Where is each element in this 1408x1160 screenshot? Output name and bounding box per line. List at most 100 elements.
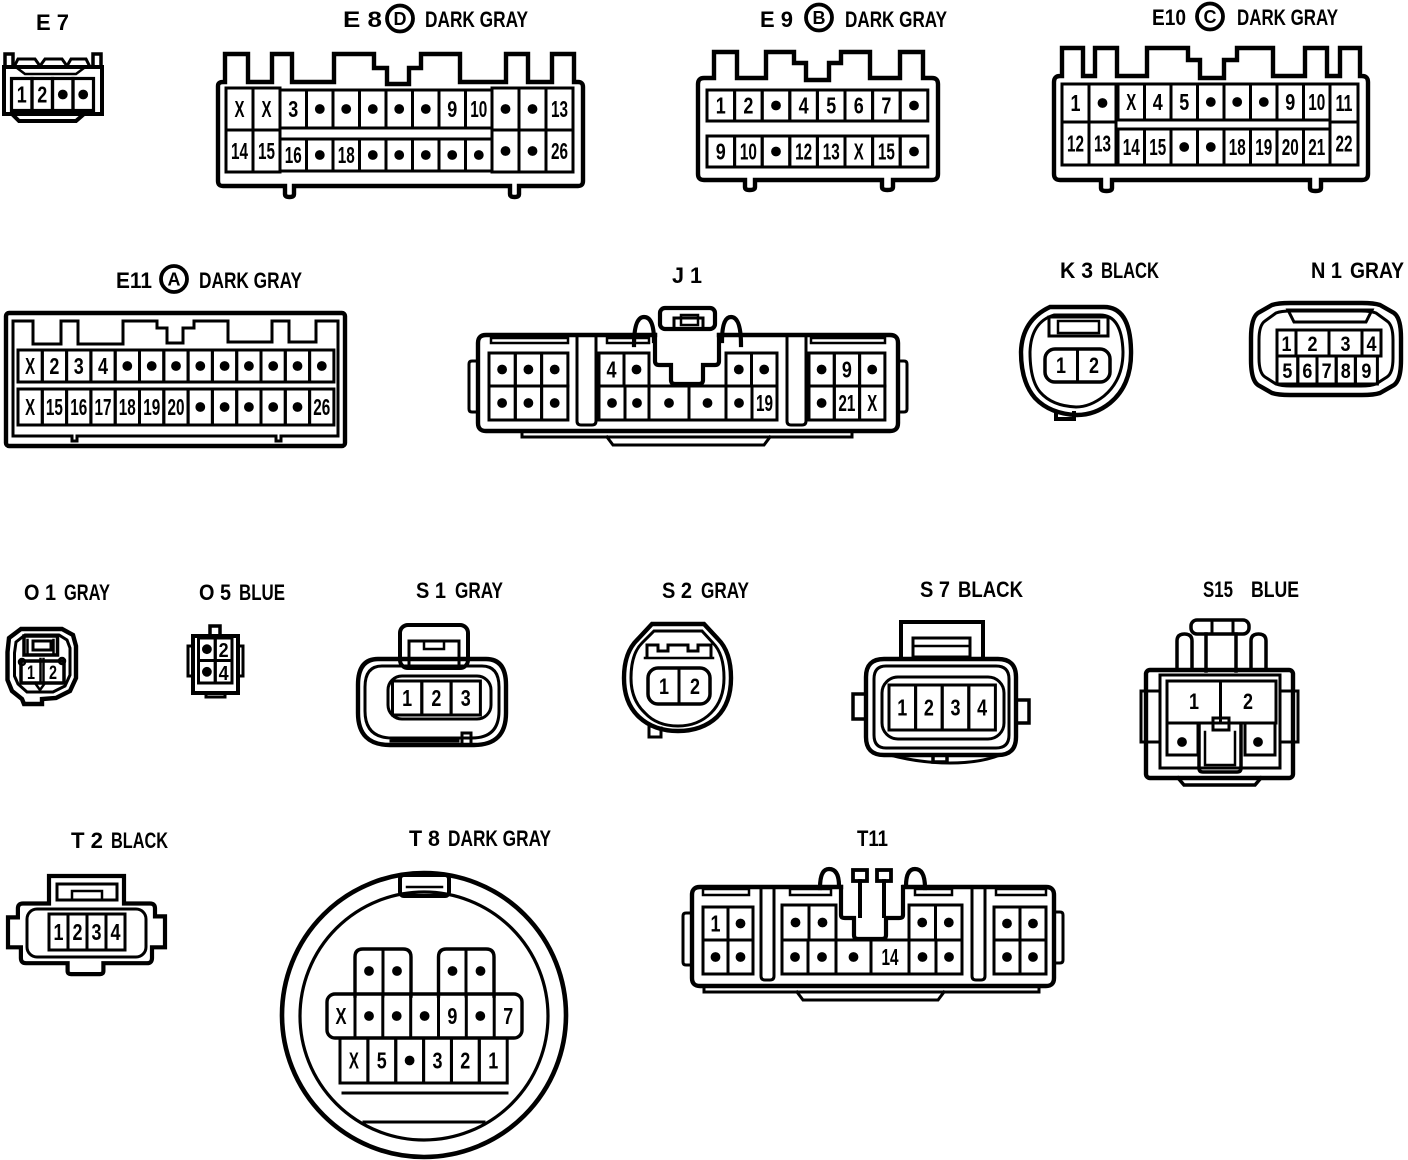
svg-text:S 7: S 7 xyxy=(920,577,950,602)
svg-text:22: 22 xyxy=(1336,131,1353,157)
svg-text:DARK GRAY: DARK GRAY xyxy=(845,7,947,32)
svg-text:1: 1 xyxy=(488,1048,498,1074)
svg-text:18: 18 xyxy=(1229,134,1246,160)
svg-text:C: C xyxy=(1204,7,1217,27)
svg-text:1: 1 xyxy=(716,93,726,119)
svg-text:4: 4 xyxy=(607,357,617,383)
svg-text:2: 2 xyxy=(49,663,57,684)
svg-text:S 1: S 1 xyxy=(416,578,446,603)
svg-text:18: 18 xyxy=(119,394,136,420)
svg-text:3: 3 xyxy=(1341,333,1351,356)
svg-text:DARK GRAY: DARK GRAY xyxy=(199,268,302,293)
svg-text:9: 9 xyxy=(447,96,457,122)
svg-text:1: 1 xyxy=(659,674,669,699)
svg-text:19: 19 xyxy=(1255,134,1272,160)
svg-text:12: 12 xyxy=(795,139,812,165)
svg-text:X: X xyxy=(867,390,877,416)
svg-text:15: 15 xyxy=(46,394,63,420)
svg-text:X: X xyxy=(1126,89,1136,115)
svg-text:3: 3 xyxy=(92,919,102,945)
svg-text:11: 11 xyxy=(1336,90,1353,116)
svg-text:4: 4 xyxy=(111,919,121,945)
svg-text:14: 14 xyxy=(1123,134,1140,160)
svg-text:2: 2 xyxy=(1089,353,1099,378)
svg-text:2: 2 xyxy=(37,82,47,108)
svg-text:BLUE: BLUE xyxy=(1251,577,1299,602)
svg-text:5: 5 xyxy=(826,93,836,119)
svg-text:GRAY: GRAY xyxy=(1350,258,1404,283)
svg-text:E 9: E 9 xyxy=(760,7,793,32)
svg-text:19: 19 xyxy=(756,390,773,416)
svg-text:3: 3 xyxy=(461,685,471,711)
svg-text:GRAY: GRAY xyxy=(64,580,110,605)
svg-text:3: 3 xyxy=(74,353,84,379)
svg-text:1: 1 xyxy=(1282,333,1292,356)
svg-text:X: X xyxy=(349,1048,359,1074)
svg-text:7: 7 xyxy=(1322,360,1332,383)
svg-text:X: X xyxy=(25,353,35,379)
svg-text:BLACK: BLACK xyxy=(958,577,1023,602)
svg-text:A: A xyxy=(168,270,181,290)
svg-text:14: 14 xyxy=(231,138,248,164)
svg-text:2: 2 xyxy=(49,353,59,379)
svg-text:X: X xyxy=(336,1003,347,1029)
svg-text:16: 16 xyxy=(70,394,87,420)
svg-text:1: 1 xyxy=(27,663,35,684)
svg-text:1: 1 xyxy=(897,695,907,721)
svg-text:BLACK: BLACK xyxy=(1101,258,1159,283)
svg-text:13: 13 xyxy=(1094,131,1111,157)
svg-text:13: 13 xyxy=(823,139,840,165)
svg-text:9: 9 xyxy=(1285,89,1295,115)
svg-text:19: 19 xyxy=(143,394,160,420)
svg-text:S15: S15 xyxy=(1203,577,1233,602)
svg-text:21: 21 xyxy=(1308,134,1325,160)
svg-text:4: 4 xyxy=(219,663,230,685)
svg-text:GRAY: GRAY xyxy=(701,578,749,603)
svg-text:9: 9 xyxy=(1361,360,1371,383)
svg-text:2: 2 xyxy=(460,1048,470,1074)
svg-text:2: 2 xyxy=(219,640,229,662)
svg-text:10: 10 xyxy=(1308,89,1325,115)
svg-text:15: 15 xyxy=(258,138,275,164)
svg-text:3: 3 xyxy=(433,1048,443,1074)
svg-text:O 5: O 5 xyxy=(199,580,231,605)
svg-text:17: 17 xyxy=(95,394,112,420)
svg-text:O 1: O 1 xyxy=(24,580,56,605)
svg-text:2: 2 xyxy=(431,685,441,711)
svg-text:20: 20 xyxy=(168,394,185,420)
svg-text:7: 7 xyxy=(881,93,891,119)
svg-text:D: D xyxy=(394,9,407,29)
svg-text:4: 4 xyxy=(1153,89,1163,115)
svg-text:T 2: T 2 xyxy=(71,828,103,853)
svg-text:BLUE: BLUE xyxy=(239,580,285,605)
svg-text:13: 13 xyxy=(551,96,568,122)
svg-text:DARK GRAY: DARK GRAY xyxy=(425,7,528,32)
svg-text:2: 2 xyxy=(690,674,700,699)
svg-text:DARK GRAY: DARK GRAY xyxy=(448,826,551,851)
svg-text:5: 5 xyxy=(377,1048,387,1074)
svg-text:10: 10 xyxy=(470,96,487,122)
svg-text:E 8: E 8 xyxy=(343,7,382,32)
svg-text:T 8: T 8 xyxy=(409,826,440,851)
svg-text:12: 12 xyxy=(1067,131,1084,157)
svg-text:4: 4 xyxy=(977,695,987,721)
svg-text:26: 26 xyxy=(313,394,330,420)
svg-text:9: 9 xyxy=(842,357,852,383)
svg-text:7: 7 xyxy=(503,1003,513,1029)
svg-text:2: 2 xyxy=(73,919,83,945)
svg-text:15: 15 xyxy=(878,139,895,165)
svg-text:E11: E11 xyxy=(116,268,152,293)
svg-text:X: X xyxy=(854,139,864,165)
svg-text:14: 14 xyxy=(882,944,899,970)
svg-text:5: 5 xyxy=(1179,89,1189,115)
svg-text:15: 15 xyxy=(1149,134,1166,160)
svg-text:X: X xyxy=(25,394,35,420)
svg-text:9: 9 xyxy=(447,1003,457,1029)
svg-text:X: X xyxy=(235,96,245,122)
svg-text:N 1: N 1 xyxy=(1311,258,1342,283)
svg-text:K 3: K 3 xyxy=(1060,258,1093,283)
svg-text:5: 5 xyxy=(1282,360,1292,383)
svg-text:BLACK: BLACK xyxy=(111,828,168,853)
svg-text:6: 6 xyxy=(1302,360,1312,383)
svg-text:1: 1 xyxy=(1071,90,1081,116)
